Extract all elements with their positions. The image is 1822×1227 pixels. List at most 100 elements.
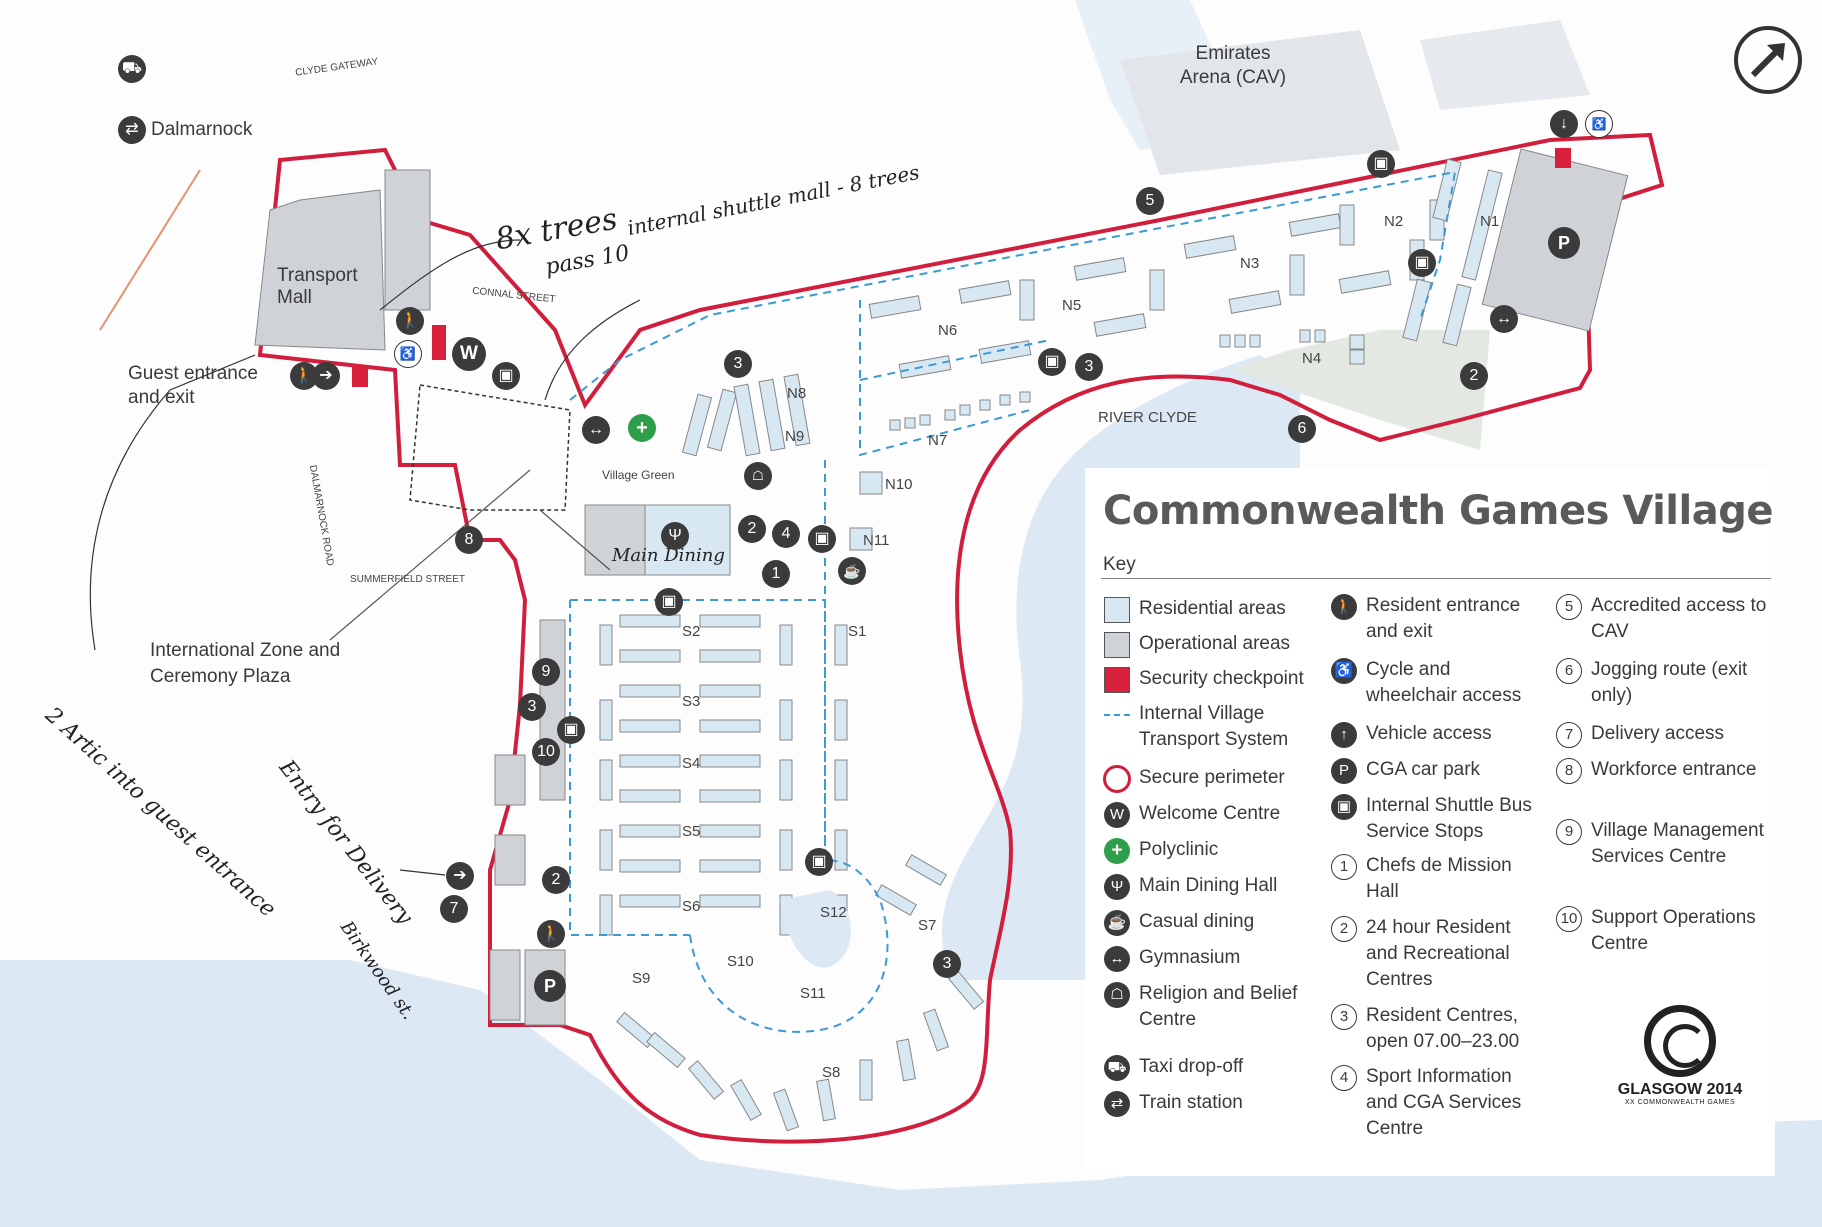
- taxi-icon: ⛟: [1103, 1054, 1131, 1082]
- legend-label: Chefs de Mission Hall: [1366, 855, 1512, 902]
- carpark-sw-p: P: [534, 970, 566, 1002]
- legend-symbol-ivts: [1103, 701, 1131, 729]
- legend-label: Cycle and wheelchair access: [1366, 659, 1522, 706]
- transport-mall-block: [254, 189, 386, 351]
- dumbbell-icon: ↔: [1103, 945, 1131, 973]
- legend-item-cycle: ♿ Cycle and wheelchair access: [1330, 657, 1545, 709]
- legend-label: 24 hour Resident and Recreational Centre…: [1366, 917, 1511, 990]
- legend-item-shuttle: ▣Internal Shuttle Bus Service Stops: [1330, 793, 1545, 845]
- legend-label: Jogging route (exit only): [1591, 659, 1748, 706]
- green-n4: [1230, 330, 1490, 450]
- north-arrow-icon: [1734, 26, 1802, 94]
- zone-s6: S6: [682, 898, 701, 915]
- cup-icon: ☕: [838, 557, 866, 585]
- legend-label: Casual dining: [1139, 911, 1255, 932]
- main-dining-label: Main Dining: [612, 545, 725, 566]
- n8-n9: [681, 373, 811, 457]
- bike-icon: ♿: [1330, 657, 1358, 685]
- delivery-arrow-icon: ➔: [446, 862, 474, 890]
- marker-7: 7: [440, 895, 468, 923]
- marker-4: 4: [772, 520, 800, 548]
- legend-label: Internal Village Transport System: [1139, 703, 1289, 750]
- legend-label: Resident Centres, open 07.00–23.00: [1366, 1005, 1520, 1052]
- emirates-arena-label: Emirates Arena (CAV): [1179, 43, 1287, 88]
- hand-arrow-guest: [89, 354, 256, 651]
- checkpoint-transport: [352, 365, 368, 387]
- transport-route-north: [569, 170, 1457, 401]
- legend-symbol-n8: 8: [1555, 757, 1583, 785]
- legend-label: Village Management Services Centre: [1591, 820, 1764, 867]
- zone-n3: N3: [1240, 255, 1260, 272]
- legend-label: Sport Information and CGA Services Centr…: [1366, 1066, 1522, 1139]
- cutlery-icon: Ψ: [661, 522, 689, 550]
- marker-8: 8: [455, 526, 483, 554]
- train-icon: ⇄: [118, 116, 146, 144]
- bus-stop-n2: ▣: [1408, 249, 1436, 277]
- legend-symbol-n9: 9: [1555, 818, 1583, 846]
- legend-label: Secure perimeter: [1139, 767, 1285, 788]
- arrow-up-icon: ↑: [1330, 721, 1358, 749]
- marker-5: 5: [1136, 187, 1164, 215]
- legend-item-polyclinic: +Polyclinic: [1103, 837, 1318, 865]
- legend-label: Accredited access to CAV: [1591, 595, 1767, 642]
- guest-arrow-icon: ➔: [312, 362, 340, 390]
- bus-stop-n: ▣: [1367, 150, 1395, 178]
- bus-stop-s12: ▣: [805, 848, 833, 876]
- transport-route-s-loop: [689, 859, 889, 1033]
- legend-symbol-n1: 1: [1330, 853, 1358, 881]
- bus-stop-icon: ▣: [492, 362, 520, 390]
- logo-mark-icon: [1644, 1005, 1716, 1077]
- legend-label: Vehicle access: [1366, 723, 1492, 744]
- logo-line1: GLASGOW 2014: [1617, 1081, 1743, 1098]
- walk-icon: 🚶: [1330, 593, 1358, 621]
- logo-line2: XX COMMONWEALTH GAMES: [1624, 1099, 1736, 1106]
- south-residential: [599, 614, 985, 1132]
- railway-line: [99, 169, 201, 331]
- legend-item-n5: 5 Accredited access to CAV: [1555, 593, 1770, 645]
- zone-s3: S3: [682, 693, 701, 710]
- marker-2-ne: 2: [1460, 362, 1488, 390]
- legend-item-residential: Residential areas: [1103, 596, 1318, 624]
- train-icon: ⇄: [1103, 1090, 1131, 1118]
- marker-3-sw: 3: [518, 693, 546, 721]
- marker-6: 6: [1288, 415, 1316, 443]
- zone-n2: N2: [1384, 213, 1404, 230]
- checkpoint-w: [432, 325, 446, 360]
- marker-3-s: 3: [933, 950, 961, 978]
- zone-s8: S8: [822, 1064, 841, 1081]
- legend-label: Welcome Centre: [1139, 803, 1281, 824]
- zone-n4: N4: [1302, 350, 1322, 367]
- zone-n1: N1: [1480, 213, 1500, 230]
- s11-pond: [780, 890, 851, 968]
- zone-n9: N9: [785, 428, 805, 445]
- zone-n10: N10: [885, 476, 913, 493]
- marker-1: 1: [762, 560, 790, 588]
- marker-10: 10: [532, 738, 560, 766]
- legend-label: Support Operations Centre: [1591, 907, 1756, 954]
- legend-label: Security checkpoint: [1139, 668, 1304, 689]
- legend-item-ivts: Internal Village Transport System: [1103, 701, 1318, 753]
- legend-symbol-perimeter: [1103, 765, 1131, 793]
- cup-icon: ☕: [1103, 909, 1131, 937]
- religion-icon: ☖: [744, 462, 772, 490]
- legend-label: Religion and Belief Centre: [1139, 983, 1298, 1030]
- legend-label: CGA car park: [1366, 759, 1481, 780]
- plus-icon: +: [1103, 837, 1131, 865]
- zone-n6: N6: [938, 322, 958, 339]
- legend-item-gym: ↔Gymnasium: [1103, 945, 1318, 973]
- legend-label: Internal Shuttle Bus Service Stops: [1366, 795, 1532, 842]
- legend-item-n9: 9 Village Management Services Centre: [1555, 818, 1770, 870]
- transport-mall-label: Transport Mall: [277, 265, 358, 308]
- legend-symbol-n5: 5: [1555, 593, 1583, 621]
- zone-n7: N7: [928, 432, 948, 449]
- legend-item-resident_entrance: 🚶Resident entrance and exit: [1330, 593, 1545, 645]
- checkpoint-ne: [1555, 148, 1571, 168]
- person-reading-icon: ☖: [1103, 981, 1131, 1009]
- bus-stop-sw: ▣: [557, 716, 585, 744]
